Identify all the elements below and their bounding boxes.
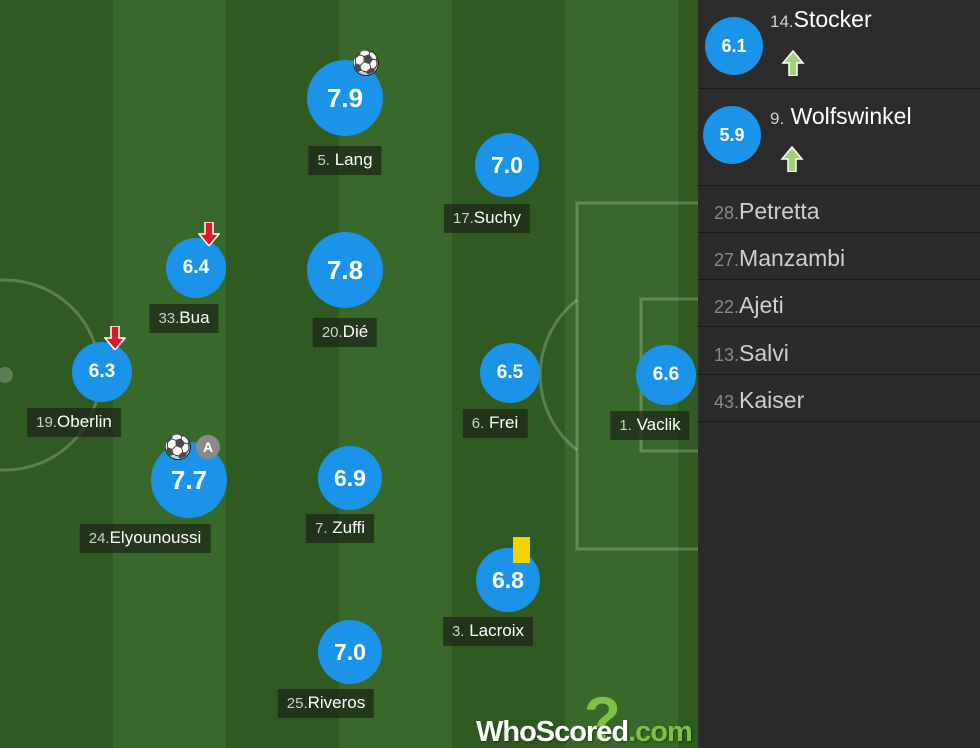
bench-player-name: 27.Manzambi xyxy=(714,245,846,271)
rating-badge: 6.8 xyxy=(476,548,540,612)
subbed-on-arrow-icon xyxy=(781,50,805,76)
sub-name: 14.Stocker xyxy=(770,6,872,32)
rating-badge: 7.8 xyxy=(307,232,383,308)
bench-player-name: 43.Kaiser xyxy=(714,387,805,413)
rating-badge: 6.3 xyxy=(72,342,132,402)
bench-player-name: 22.Ajeti xyxy=(714,292,784,318)
sub-name: 9. Wolfswinkel xyxy=(770,103,912,129)
player-name-label: 25.Riveros xyxy=(277,689,375,718)
bench-player-name: 28.Petretta xyxy=(714,198,820,224)
bench-row[interactable]: 28.Petretta xyxy=(698,186,980,233)
bench-row[interactable]: 13.Salvi xyxy=(698,328,980,375)
bench-player-name: 13.Salvi xyxy=(714,340,789,366)
player-name-label: 33.Bua xyxy=(149,304,219,333)
player-name-label: 6. Frei xyxy=(462,409,528,438)
player-name-label: 5. Lang xyxy=(308,146,382,175)
rating-badge: 6.1 xyxy=(705,17,763,75)
subbed-on-arrow-icon xyxy=(780,146,804,172)
brand-text: WhoScored.com xyxy=(476,716,693,748)
player-name-label: 19.Oberlin xyxy=(27,408,121,437)
rating-badge: 7.0 xyxy=(318,620,382,684)
goal-ball-icon: ⚽ xyxy=(164,434,192,460)
substitutes-panel: 6.1 14.Stocker 5.9 9. Wolfswinkel 28.Pet… xyxy=(698,0,980,748)
bench-row[interactable]: 27.Manzambi xyxy=(698,233,980,280)
subbed-off-arrow-icon xyxy=(198,222,220,246)
whoscored-logo: ? WhoScored.com xyxy=(476,685,693,748)
subbed-off-arrow-icon xyxy=(104,326,126,350)
player-name-label: 3. Lacroix xyxy=(442,617,534,646)
rating-badge: 6.5 xyxy=(480,343,540,403)
player-name-label: 24.Elyounoussi xyxy=(79,524,211,553)
sub-row-stocker[interactable]: 6.1 14.Stocker xyxy=(698,0,980,89)
pitch: 7.9 ⚽ 5. Lang 7.0 17.Suchy 6.4 33.Bua 7.… xyxy=(0,0,698,748)
goal-ball-icon: ⚽ xyxy=(352,50,380,76)
rating-badge: 6.4 xyxy=(166,238,226,298)
player-name-label: 1. Vaclik xyxy=(610,411,690,440)
rating-badge: 6.9 xyxy=(318,446,382,510)
bench-row[interactable]: 43.Kaiser xyxy=(698,375,980,422)
rating-badge: 6.6 xyxy=(636,345,696,405)
yellow-card-icon xyxy=(513,537,530,563)
captain-badge-icon: A xyxy=(196,435,220,459)
rating-badge: 5.9 xyxy=(703,106,761,164)
brand-mark: ? xyxy=(584,685,621,748)
player-name-label: 17.Suchy xyxy=(443,204,531,233)
player-name-label: 7. Zuffi xyxy=(305,514,375,543)
rating-badge: 7.0 xyxy=(475,133,539,197)
bench-row[interactable]: 22.Ajeti xyxy=(698,280,980,327)
player-name-label: 20.Dié xyxy=(312,318,378,347)
sub-row-wolfswinkel[interactable]: 5.9 9. Wolfswinkel xyxy=(698,89,980,186)
